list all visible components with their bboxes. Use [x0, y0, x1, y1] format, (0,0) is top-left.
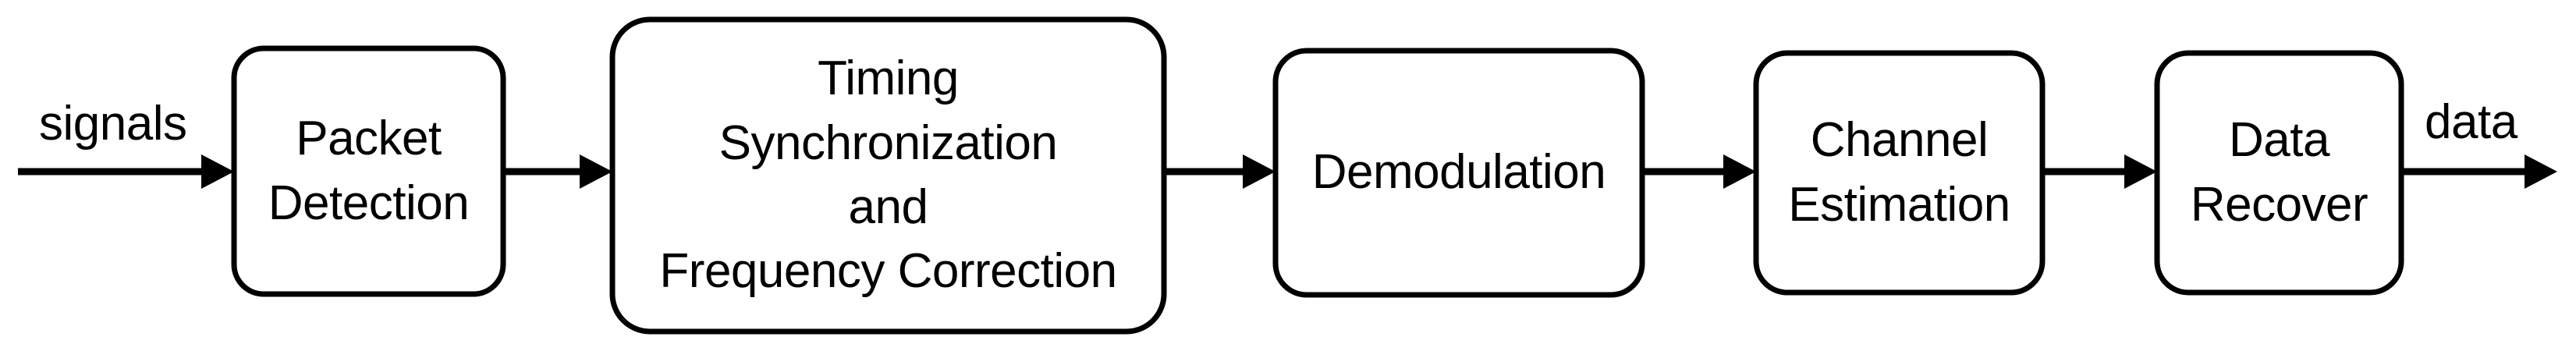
- connector-packet-detection-to-timing: [503, 154, 612, 189]
- block-channel-estimation[interactable]: [1753, 50, 2046, 296]
- connector-timing-to-demodulation: [1164, 154, 1276, 189]
- output-data-label: data: [2425, 98, 2517, 147]
- connector-channel-estimation-to-data-recover: [2042, 154, 2157, 189]
- connector-data-recover-to-output: [2401, 154, 2557, 189]
- connector-demodulation-to-channel-estimation: [1642, 154, 1756, 189]
- output-data-text: data: [2425, 95, 2517, 149]
- block-timing-sync-freq-correction[interactable]: [609, 16, 1167, 335]
- block-data-recover[interactable]: [2154, 50, 2404, 296]
- block-demodulation[interactable]: [1272, 48, 1645, 298]
- block-packet-detection[interactable]: [231, 45, 506, 297]
- input-signals-label: signals: [39, 100, 187, 148]
- input-signals-text: signals: [39, 97, 187, 151]
- connector-input-to-packet-detection: [18, 154, 234, 189]
